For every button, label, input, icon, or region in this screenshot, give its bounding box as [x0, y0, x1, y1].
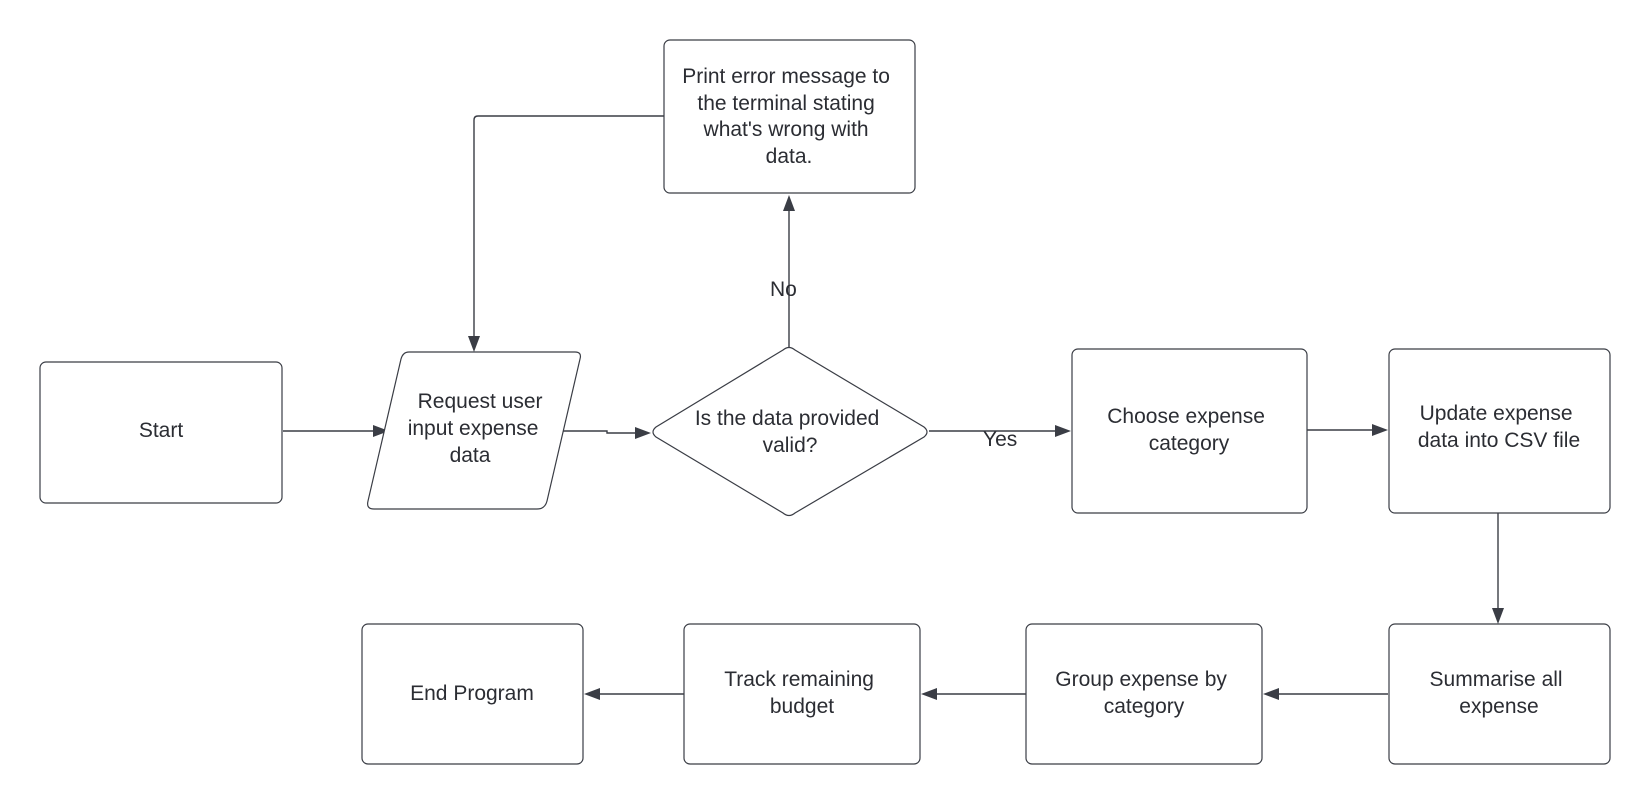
edges: [283, 115, 1504, 700]
node-summarise-label-line: Summarise all: [1430, 668, 1563, 691]
node-choose-box: [1071, 348, 1308, 514]
node-error-label-line: Print error message to: [682, 65, 890, 88]
node-request-label: Request user input expense data: [408, 390, 549, 467]
arrowhead-choose-to-update: [1372, 424, 1388, 436]
node-summarise-label-line: expense: [1459, 695, 1538, 718]
edge-request-to-decision: [563, 430, 635, 434]
node-end: End Program: [361, 623, 584, 765]
node-update-box: [1388, 348, 1611, 514]
node-track-label-line: budget: [770, 695, 834, 718]
node-summarise-label: Summarise all expense: [1430, 668, 1569, 718]
node-start-box: [39, 361, 283, 504]
node-summarise: Summarise all expense: [1388, 623, 1611, 765]
node-end-label: End Program: [410, 682, 534, 705]
node-choose-label: Choose expense category: [1107, 405, 1270, 455]
node-update-label: Update expense data into CSV file: [1418, 402, 1580, 452]
node-start-label-line: Start: [139, 419, 184, 442]
node-request-label-line: Request user: [418, 390, 543, 413]
arrowhead-summarise-to-group: [1263, 688, 1279, 700]
node-track-label-line: Track remaining: [724, 668, 874, 691]
node-update-label-line: Update expense: [1420, 402, 1573, 425]
node-group-box: [1025, 623, 1263, 765]
node-track-label: Track remaining budget: [724, 668, 880, 718]
node-update-label-line: data into CSV file: [1418, 429, 1580, 452]
arrowhead-decision-to-choose: [1055, 425, 1071, 437]
node-request-label-line: data: [450, 444, 491, 467]
node-group-label-line: category: [1104, 695, 1185, 718]
node-error-label-line: what's wrong with: [703, 118, 869, 141]
node-track-box: [683, 623, 921, 765]
node-decision-label: Is the data provided valid?: [695, 407, 885, 457]
node-update: Update expense data into CSV file: [1388, 348, 1611, 514]
node-start-label: Start: [139, 419, 184, 442]
node-decision-diamond: [652, 346, 928, 517]
edge-error-to-request: [473, 115, 664, 336]
node-summarise-box: [1388, 623, 1611, 765]
node-request-label-line: input expense: [408, 417, 539, 440]
node-decision: Is the data provided valid?: [652, 346, 928, 517]
node-track: Track remaining budget: [683, 623, 921, 765]
node-request: Request user input expense data: [367, 351, 582, 510]
edge-label-yes: Yes: [983, 428, 1017, 451]
arrowhead-start-to-request: [373, 425, 389, 437]
arrowhead-error-to-request: [468, 336, 480, 352]
node-error-box: [663, 39, 916, 194]
node-error-label-line: data.: [766, 145, 813, 168]
node-group-label-line: Group expense by: [1055, 668, 1227, 691]
node-choose-label-line: Choose expense: [1107, 405, 1265, 428]
node-request-parallelogram: [367, 351, 582, 510]
node-start: Start: [39, 361, 283, 504]
node-group: Group expense by category: [1025, 623, 1263, 765]
node-error-label-line: the terminal stating: [697, 92, 874, 115]
arrowhead-update-to-summarise: [1492, 608, 1504, 624]
node-choose-label-line: category: [1149, 432, 1230, 455]
node-error: Print error message to the terminal stat…: [663, 39, 916, 194]
node-error-label: Print error message to the terminal stat…: [682, 65, 896, 168]
arrowhead-group-to-track: [921, 688, 937, 700]
arrowhead-request-to-decision: [635, 427, 651, 439]
node-decision-label-line: Is the data provided: [695, 407, 879, 430]
node-end-box: [361, 623, 584, 765]
edge-label-no: No: [770, 278, 797, 301]
node-end-label-line: End Program: [410, 682, 534, 705]
node-decision-label-line: valid?: [763, 434, 818, 457]
arrowhead-track-to-end: [584, 688, 600, 700]
arrowhead-decision-to-error: [783, 195, 795, 211]
node-choose: Choose expense category: [1071, 348, 1308, 514]
node-group-label: Group expense by category: [1055, 668, 1232, 718]
